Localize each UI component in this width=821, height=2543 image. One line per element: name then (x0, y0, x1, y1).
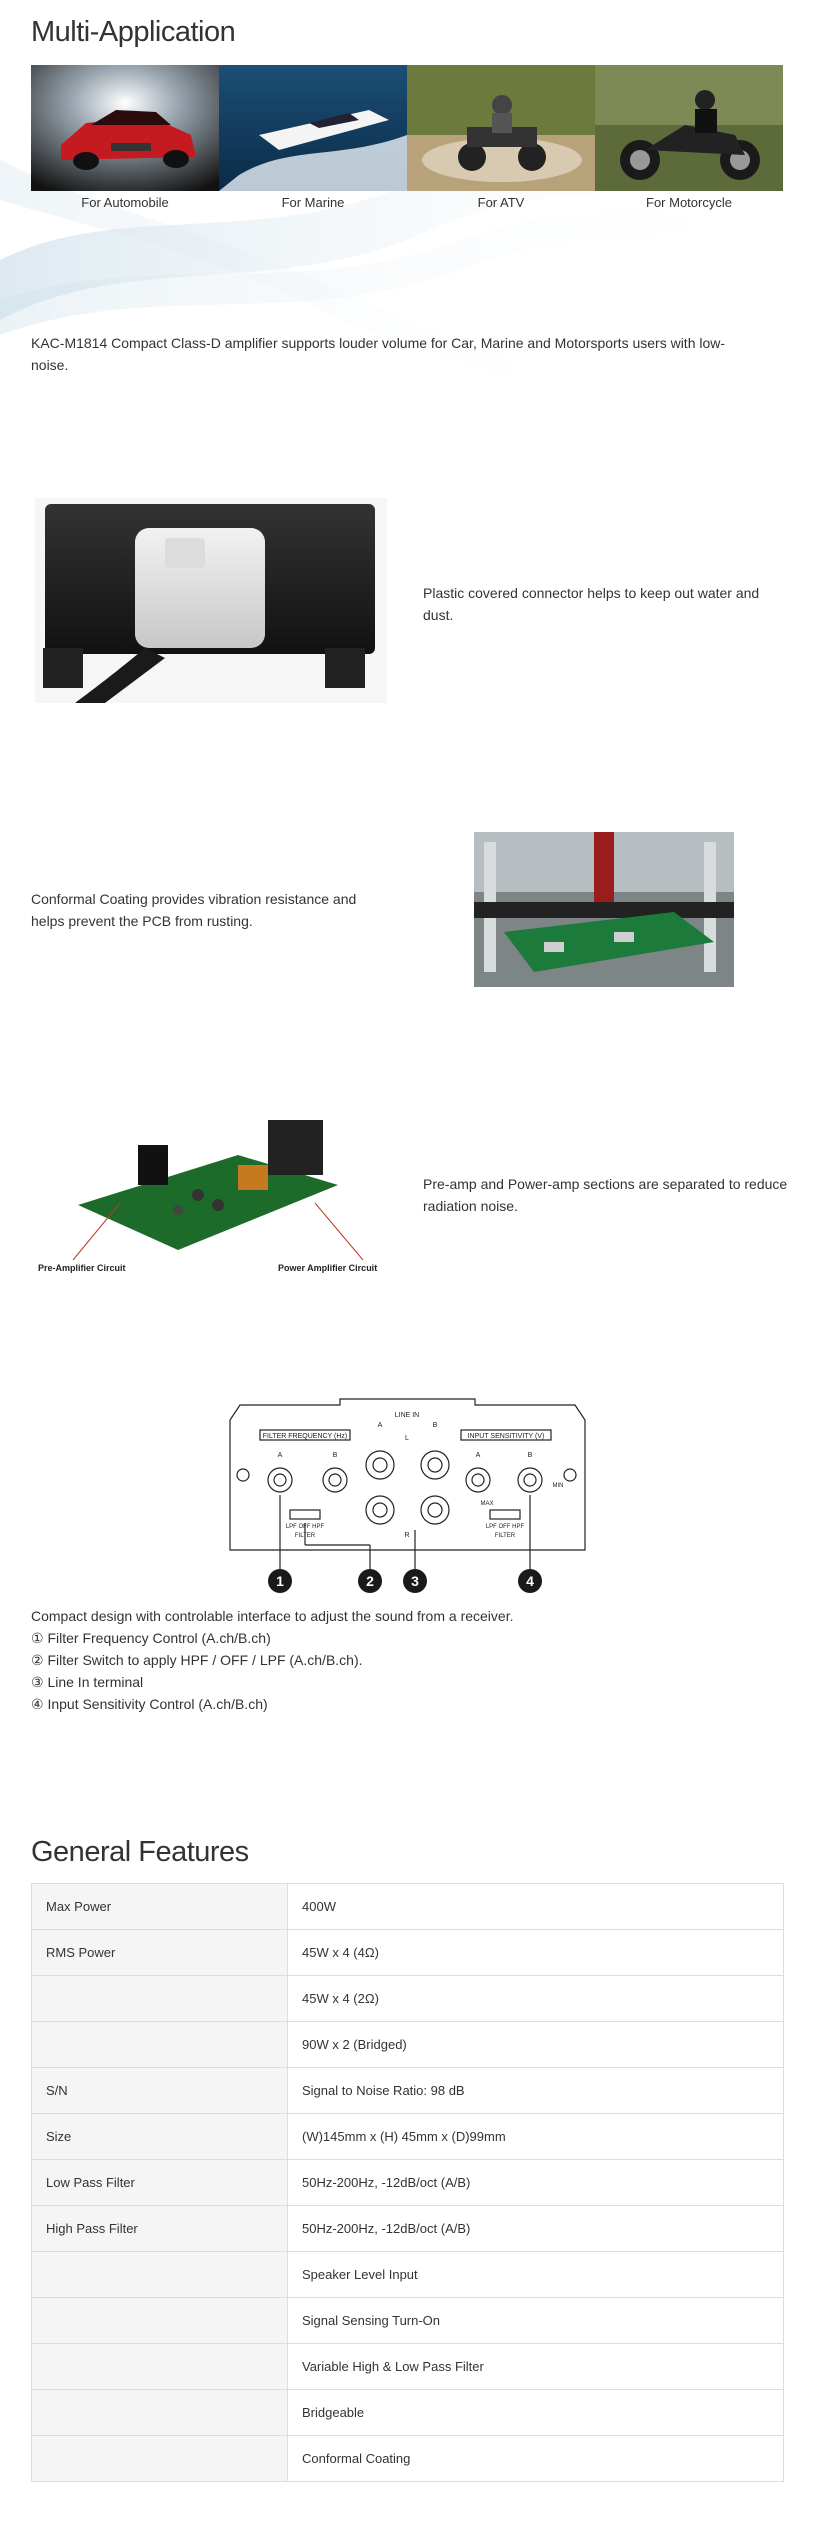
design-item-2: ② Filter Switch to apply HPF / OFF / LPF… (31, 1652, 363, 1668)
feature-key (31, 2343, 288, 2390)
feature-value: Conformal Coating (287, 2435, 784, 2482)
feature-key (31, 2251, 288, 2298)
filter-frequency-label: FILTER FREQUENCY (Hz) (263, 1433, 348, 1440)
table-row: 45W x 4 (2Ω) (31, 1975, 784, 2022)
feature-value: 50Hz-200Hz, -12dB/oct (A/B) (287, 2205, 784, 2252)
separated-text: Pre-amp and Power-amp sections are separ… (423, 1176, 788, 1214)
table-row: Bridgeable (31, 2389, 784, 2436)
atv-image (407, 65, 595, 191)
power-amp-label: Power Amplifier Circuit (278, 1263, 378, 1273)
filter-a-label: A (278, 1452, 283, 1459)
feature-value: Speaker Level Input (287, 2251, 784, 2298)
feature-value: 45W x 4 (2Ω) (287, 1975, 784, 2022)
intro-text: KAC-M1814 Compact Class-D amplifier supp… (31, 335, 726, 373)
general-features-title: General Features (31, 1836, 249, 1868)
feature-value: 90W x 2 (Bridged) (287, 2021, 784, 2068)
multi-application-title: Multi-Application (31, 16, 236, 48)
feature-key: Low Pass Filter (31, 2159, 288, 2206)
filter-b-word: FILTER (495, 1533, 516, 1539)
feature-value: 45W x 4 (4Ω) (287, 1929, 784, 1976)
table-row: Size(W)145mm x (H) 45mm x (D)99mm (31, 2113, 784, 2160)
feature-key: Max Power (31, 1883, 288, 1930)
design-item-4: ④ Input Sensitivity Control (A.ch/B.ch) (31, 1696, 268, 1712)
table-row: Speaker Level Input (31, 2251, 784, 2298)
control-panel-diagram: LINE IN FILTER FREQUENCY (Hz) INPUT SENS… (229, 1398, 586, 1593)
filter-b-label: B (333, 1452, 338, 1459)
feature-value: 400W (287, 1883, 784, 1930)
sens-b-label: B (528, 1452, 533, 1459)
min-label: MIN (553, 1483, 564, 1489)
design-item-1: ① Filter Frequency Control (A.ch/B.ch) (31, 1630, 271, 1646)
feature-value: Bridgeable (287, 2389, 784, 2436)
feature-value: Variable High & Low Pass Filter (287, 2343, 784, 2390)
line-in-b-label: B (433, 1422, 438, 1429)
filter-a-word: FILTER (295, 1533, 316, 1539)
feature-key (31, 2389, 288, 2436)
marine-image (219, 65, 407, 191)
max-label: MAX (480, 1501, 493, 1507)
feature-value: Signal Sensing Turn-On (287, 2297, 784, 2344)
sens-a-label: A (476, 1452, 481, 1459)
table-row: Conformal Coating (31, 2435, 784, 2482)
app-atv: For ATV (407, 65, 595, 210)
table-row: 90W x 2 (Bridged) (31, 2021, 784, 2068)
feature-value: 50Hz-200Hz, -12dB/oct (A/B) (287, 2159, 784, 2206)
connector-text: Plastic covered connector helps to keep … (423, 585, 760, 623)
callout-2: 2 (366, 1573, 374, 1589)
table-row: Signal Sensing Turn-On (31, 2297, 784, 2344)
input-sensitivity-label: INPUT SENSITIVITY (V) (468, 1433, 545, 1440)
callouts: 1 2 3 4 (268, 1569, 542, 1593)
table-row: Variable High & Low Pass Filter (31, 2343, 784, 2390)
app-label-marine: For Marine (281, 195, 345, 210)
line-in-a-label: A (378, 1422, 383, 1429)
feature-key (31, 2435, 288, 2482)
switch-b-label: LPF OFF HPF (486, 1524, 525, 1530)
design-lead: Compact design with controlable interfac… (31, 1608, 514, 1624)
feature-key: High Pass Filter (31, 2205, 288, 2252)
line-in-label: LINE IN (395, 1412, 420, 1419)
coating-text: Conformal Coating provides vibration res… (31, 891, 357, 929)
feature-key (31, 2297, 288, 2344)
feature-key (31, 2021, 288, 2068)
feature-key (31, 1975, 288, 2022)
pcb-image (78, 1120, 338, 1250)
connector-image (35, 498, 387, 703)
motorcycle-image (595, 65, 783, 191)
app-label-atv: For ATV (477, 195, 525, 210)
callout-4: 4 (526, 1573, 534, 1589)
coating-machine-image (474, 832, 734, 987)
feature-key: S/N (31, 2067, 288, 2114)
pcb-leader-lines (72, 1202, 364, 1261)
feature-key: RMS Power (31, 1929, 288, 1976)
line-in-l-label: L (405, 1435, 409, 1442)
app-automobile: For Automobile (31, 65, 219, 210)
app-label-motorcycle: For Motorcycle (646, 195, 732, 210)
app-motorcycle: For Motorcycle (595, 65, 783, 210)
callout-3: 3 (411, 1573, 419, 1589)
application-gallery: For Automobile For Marine (31, 65, 783, 215)
automobile-image (31, 65, 219, 191)
switch-a-label: LPF OFF HPF (286, 1524, 325, 1530)
design-item-3: ③ Line In terminal (31, 1674, 144, 1690)
feature-value: (W)145mm x (H) 45mm x (D)99mm (287, 2113, 784, 2160)
line-in-r-label: R (404, 1532, 409, 1539)
callout-1: 1 (276, 1573, 284, 1589)
feature-value: Signal to Noise Ratio: 98 dB (287, 2067, 784, 2114)
app-label-automobile: For Automobile (81, 195, 169, 210)
pre-amp-label: Pre-Amplifier Circuit (38, 1263, 126, 1273)
feature-key: Size (31, 2113, 288, 2160)
app-marine: For Marine (219, 65, 407, 210)
